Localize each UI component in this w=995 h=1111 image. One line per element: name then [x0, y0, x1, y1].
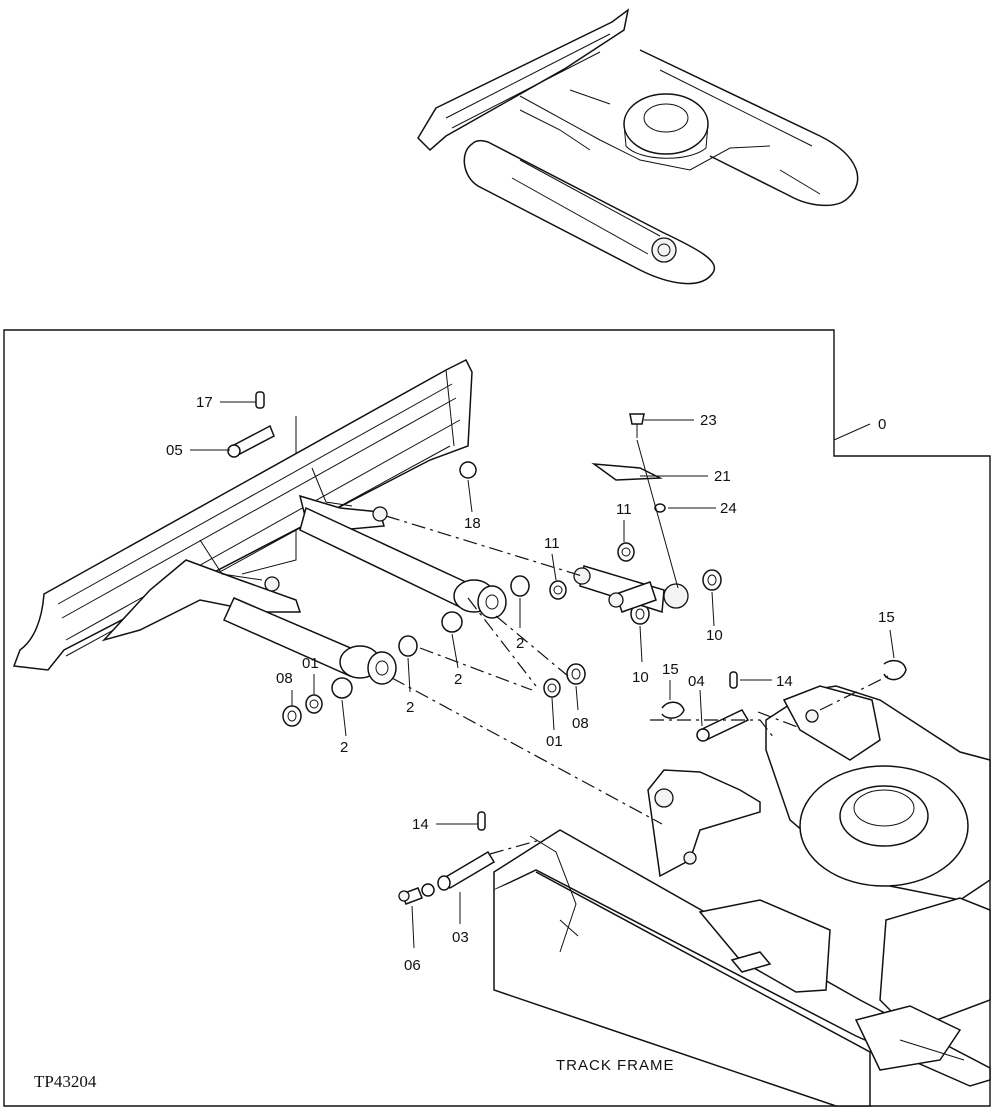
callout-14-a: 14 [776, 673, 793, 690]
center-pin-assembly [573, 565, 689, 613]
callout-08-a: 08 [276, 670, 293, 687]
callout-2-c: 2 [406, 699, 414, 716]
callout-2-a: 2 [516, 635, 524, 652]
callout-10-b: 10 [632, 669, 649, 686]
callout-labels: 0 17 05 18 23 21 24 11 11 2 2 2 2 10 10 … [166, 394, 895, 974]
callout-06: 06 [404, 957, 421, 974]
callout-0: 0 [878, 416, 886, 433]
callout-15-a: 15 [878, 609, 895, 626]
figure-id: TP43204 [34, 1072, 97, 1091]
callout-15-b: 15 [662, 661, 679, 678]
pins-upper [227, 391, 477, 479]
washers [282, 542, 722, 727]
callout-11-b: 11 [544, 535, 560, 552]
leader-lines [190, 401, 895, 949]
callout-14-b: 14 [412, 816, 429, 833]
bushings [331, 575, 530, 699]
callout-03: 03 [452, 929, 469, 946]
blade-cylinder-lower [223, 597, 397, 685]
callout-2-d: 2 [340, 739, 348, 756]
callout-23: 23 [700, 412, 717, 429]
callout-01-a: 01 [302, 655, 319, 672]
callout-10-a: 10 [706, 627, 723, 644]
callout-05: 05 [166, 442, 183, 459]
callout-21: 21 [714, 468, 731, 485]
track-frame [493, 685, 991, 1107]
callout-17: 17 [196, 394, 213, 411]
callout-04: 04 [688, 673, 705, 690]
callout-18: 18 [464, 515, 481, 532]
callout-2-b: 2 [454, 671, 462, 688]
track-frame-caption: TRACK FRAME [556, 1057, 675, 1074]
overview-undercarriage-illustration [417, 8, 859, 285]
pins-right [661, 659, 907, 742]
detail-frame-border [3, 329, 991, 1107]
blade-cylinder-upper [299, 506, 507, 619]
callout-01-b: 01 [546, 733, 563, 750]
pins-lower [398, 811, 496, 905]
callout-08-b: 08 [572, 715, 589, 732]
callout-11-a: 11 [616, 501, 632, 518]
bolt-plate-group [591, 413, 679, 589]
callout-24: 24 [720, 500, 737, 517]
